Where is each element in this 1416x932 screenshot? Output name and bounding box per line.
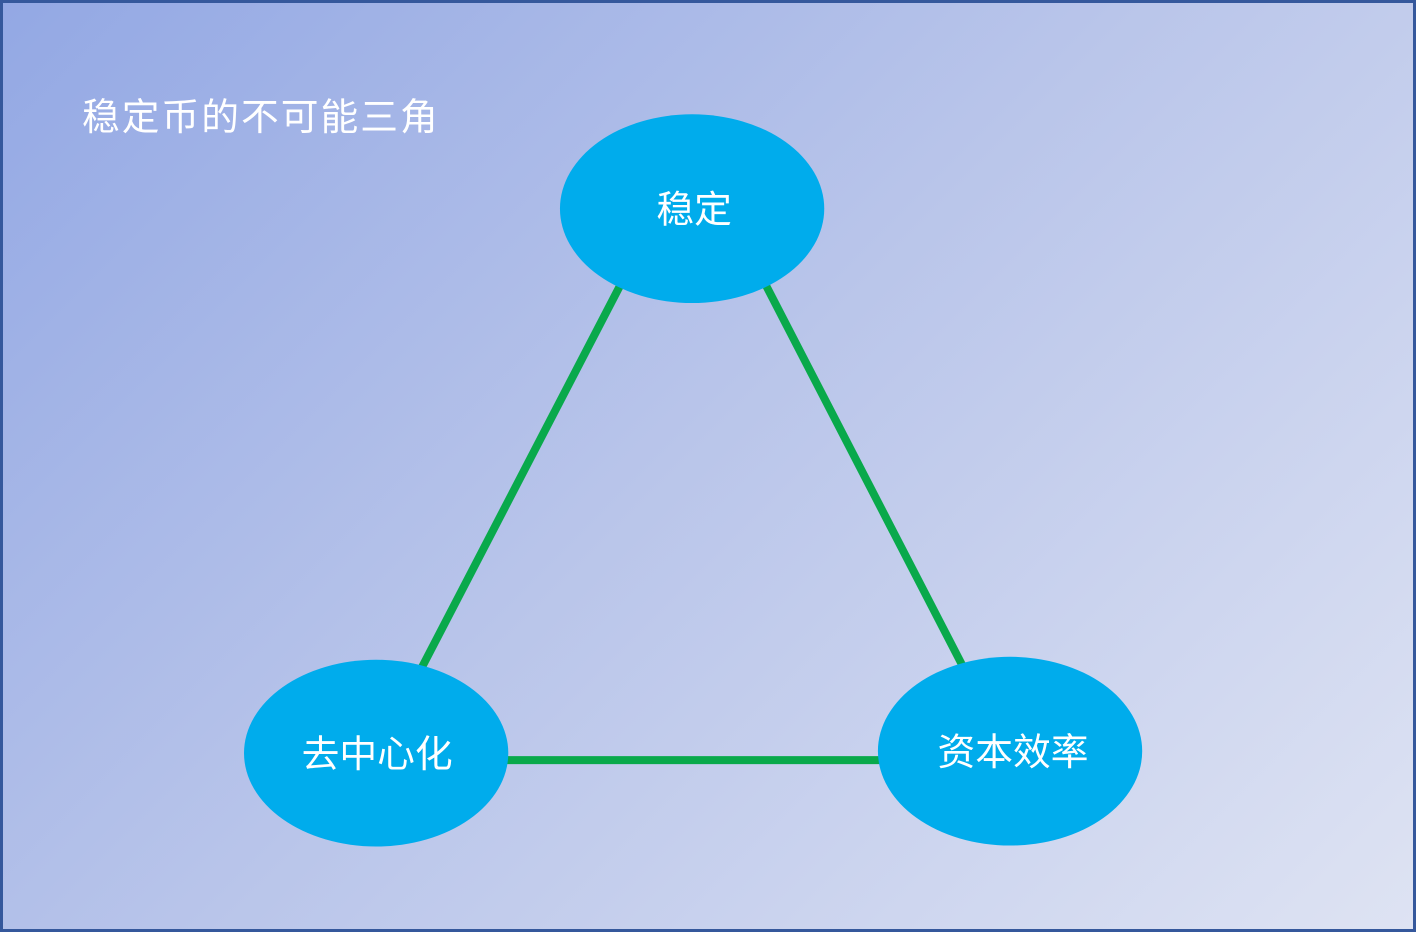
node-stability[interactable]: 稳定 [559,114,825,304]
node-capital-efficiency[interactable]: 资本效率 [877,656,1143,846]
node-decentralization-ellipse[interactable] [244,659,509,847]
edge-stability-decentralization [408,269,632,689]
node-capital-efficiency-label: 资本效率 [938,731,1089,773]
node-capital-efficiency-ellipse[interactable] [877,656,1143,846]
edge-stability-capital-efficiency [755,269,977,689]
node-stability-label: 稳定 [656,189,732,231]
node-decentralization[interactable]: 去中心化 [244,659,509,847]
node-decentralization-label: 去中心化 [302,733,453,775]
node-stability-ellipse[interactable] [559,114,825,304]
diagram-title: 稳定币的不可能三角 [82,96,440,138]
